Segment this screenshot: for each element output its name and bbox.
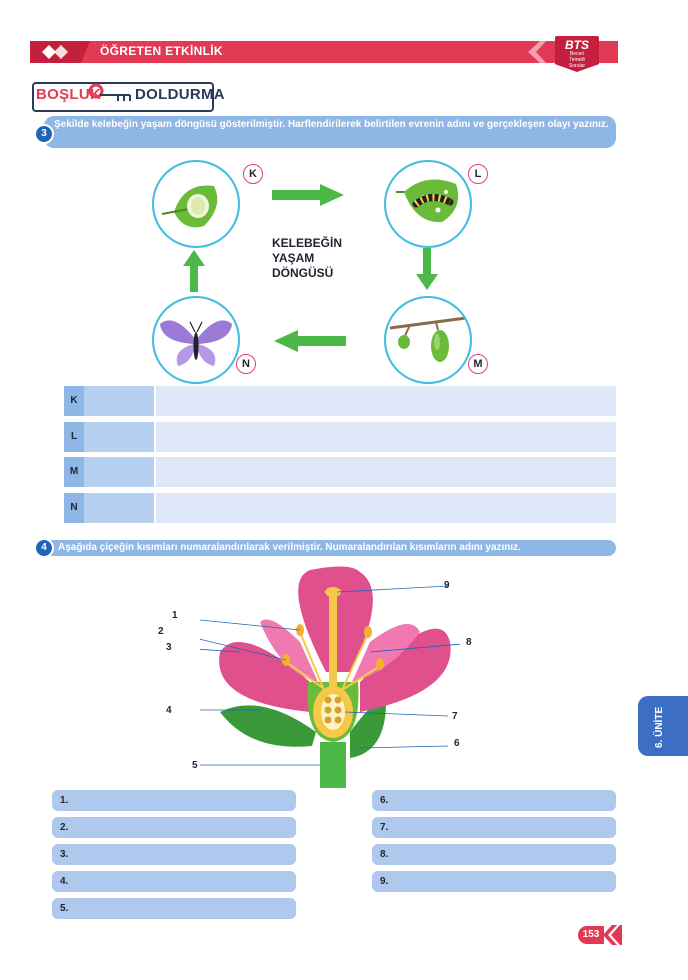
- arrow-left-icon: [274, 330, 346, 352]
- question-3-banner: [44, 116, 616, 148]
- stage-n-tag: N: [236, 354, 256, 374]
- page-number: 153: [578, 926, 604, 944]
- egg-on-leaf-icon: [161, 185, 218, 228]
- row-event-cell[interactable]: [156, 386, 616, 416]
- answer-number: 4.: [60, 876, 69, 887]
- answer-field-8[interactable]: 8.: [372, 844, 616, 865]
- answer-field-7[interactable]: 7.: [372, 817, 616, 838]
- flower-label-4: 4: [166, 705, 172, 716]
- stage-m-tag: M: [468, 354, 488, 374]
- row-event-cell[interactable]: [156, 457, 616, 487]
- answer-number: 9.: [380, 876, 389, 887]
- question-3-number: 3: [34, 124, 54, 144]
- answer-field-5[interactable]: 5.: [52, 898, 296, 919]
- flower-label-2: 2: [158, 626, 164, 637]
- answer-number: 2.: [60, 822, 69, 833]
- row-stage-cell[interactable]: [84, 493, 154, 523]
- question-3-text: Şekilde kelebeğin yaşam döngüsü gösteril…: [54, 119, 609, 130]
- stage-n-circle: [152, 296, 240, 384]
- section-label-right: DOLDURMA: [135, 86, 225, 103]
- bts-badge-line: Sorular: [568, 63, 586, 69]
- answer-field-1[interactable]: 1.: [52, 790, 296, 811]
- lifecycle-title-line: KELEBEĞİN: [272, 236, 343, 250]
- flower-diagram: [200, 566, 460, 788]
- answer-number: 7.: [380, 822, 389, 833]
- unit-side-tab-label: 6. ÜNİTE: [652, 707, 665, 748]
- flower-label-3: 3: [166, 642, 172, 653]
- section-label-left: BOŞLUK: [36, 86, 102, 103]
- lifecycle-title-line: YAŞAM: [272, 251, 315, 265]
- key-icon: [88, 83, 131, 101]
- flower-label-5: 5: [192, 760, 198, 771]
- answer-row-n[interactable]: N: [64, 493, 616, 523]
- answer-number: 8.: [380, 849, 389, 860]
- answer-number: 6.: [380, 795, 389, 806]
- answer-field-4[interactable]: 4.: [52, 871, 296, 892]
- arrow-up-icon: [183, 250, 205, 292]
- row-label: N: [64, 493, 84, 523]
- row-event-cell[interactable]: [156, 422, 616, 452]
- answer-field-9[interactable]: 9.: [372, 871, 616, 892]
- flower-label-7: 7: [452, 711, 458, 722]
- row-stage-cell[interactable]: [84, 457, 154, 487]
- arrow-right-icon: [272, 184, 344, 206]
- bts-badge: BTS Beceri Temelli Sorular: [555, 36, 599, 72]
- diamond-logo-icon: [42, 45, 68, 59]
- stage-l-tag: L: [468, 164, 488, 184]
- stage-k-tag: K: [243, 164, 263, 184]
- unit-side-tab-text: 6. ÜNİTE: [652, 707, 665, 748]
- bts-badge-line: Temelli: [569, 57, 585, 63]
- caterpillar-on-leaf-icon: [396, 179, 459, 223]
- answer-row-m[interactable]: M: [64, 457, 616, 487]
- header-title: ÖĞRETEN ETKİNLİK: [100, 44, 223, 58]
- answer-field-6[interactable]: 6.: [372, 790, 616, 811]
- unit-side-tab: [638, 696, 688, 756]
- question-4-banner: [44, 540, 616, 556]
- flower-label-8: 8: [466, 637, 472, 648]
- flower-label-6: 6: [454, 738, 460, 749]
- bts-badge-line: Beceri: [569, 51, 585, 57]
- page-chevron-icon: [603, 925, 622, 945]
- butterfly-icon: [160, 320, 232, 366]
- answer-row-l[interactable]: L: [64, 422, 616, 452]
- answer-number: 5.: [60, 903, 69, 914]
- question-4-number: 4: [34, 538, 54, 558]
- header-banner: [30, 41, 618, 63]
- row-stage-cell[interactable]: [84, 422, 154, 452]
- answer-field-2[interactable]: 2.: [52, 817, 296, 838]
- lifecycle-title-line: DÖNGÜSÜ: [272, 266, 334, 280]
- row-label: L: [64, 422, 84, 452]
- bts-badge-main: BTS: [565, 38, 589, 52]
- lifecycle-title: KELEBEĞİN YAŞAM DÖNGÜSÜ: [272, 236, 342, 281]
- row-event-cell[interactable]: [156, 493, 616, 523]
- flower-label-9: 9: [444, 580, 450, 591]
- stage-k-circle: [152, 160, 240, 248]
- answer-row-k[interactable]: K: [64, 386, 616, 416]
- question-4-text: Aşağıda çiçeğin kısımları numaralandırıl…: [58, 542, 521, 553]
- arrow-down-icon: [416, 248, 438, 290]
- chrysalis-icon: [389, 316, 467, 362]
- answer-number: 1.: [60, 795, 69, 806]
- row-label: M: [64, 457, 84, 487]
- stage-l-circle: [384, 160, 472, 248]
- chevron-left-icon: [496, 41, 546, 63]
- row-stage-cell[interactable]: [84, 386, 154, 416]
- answer-field-3[interactable]: 3.: [52, 844, 296, 865]
- flower-label-1: 1: [172, 610, 178, 621]
- row-label: K: [64, 386, 84, 416]
- answer-number: 3.: [60, 849, 69, 860]
- stage-m-circle: [384, 296, 472, 384]
